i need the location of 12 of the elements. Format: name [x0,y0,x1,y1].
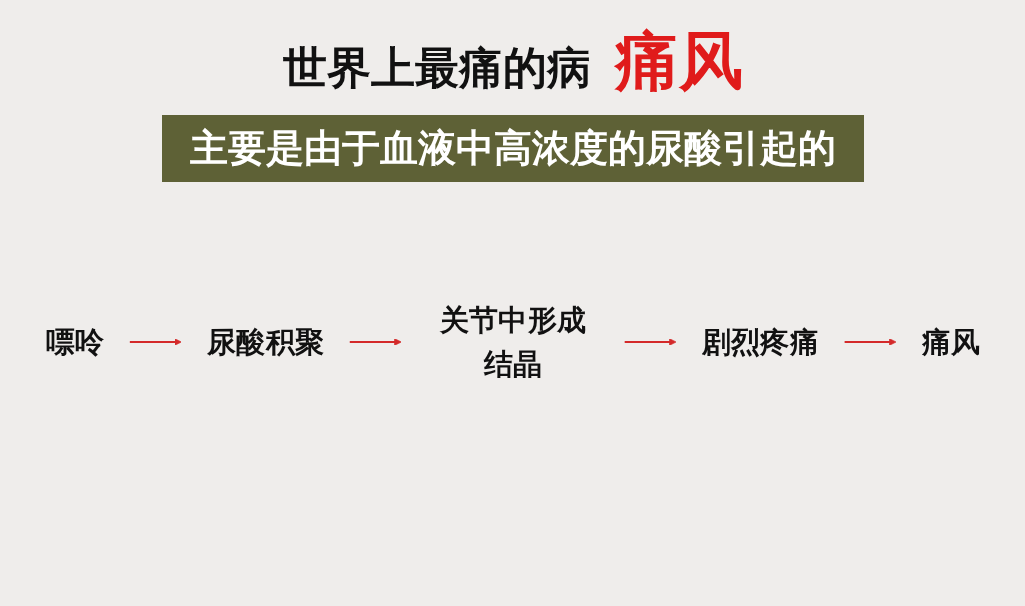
subtitle-banner: 主要是由于血液中高浓度的尿酸引起的 [161,115,864,182]
node-text: 尿酸积聚 [206,324,324,359]
arrow [844,338,896,346]
arrow [349,338,402,346]
title: 世界上最痛的病 [282,42,591,93]
node-text: 痛风 [921,324,980,359]
arrow [624,338,677,346]
node-text: 嘌呤 [45,324,104,359]
arrow [129,338,182,346]
highlight-title: 痛风 [614,24,743,98]
node-text: 关节中形成结晶 [439,302,586,381]
node-text: 剧烈疼痛 [701,324,819,359]
